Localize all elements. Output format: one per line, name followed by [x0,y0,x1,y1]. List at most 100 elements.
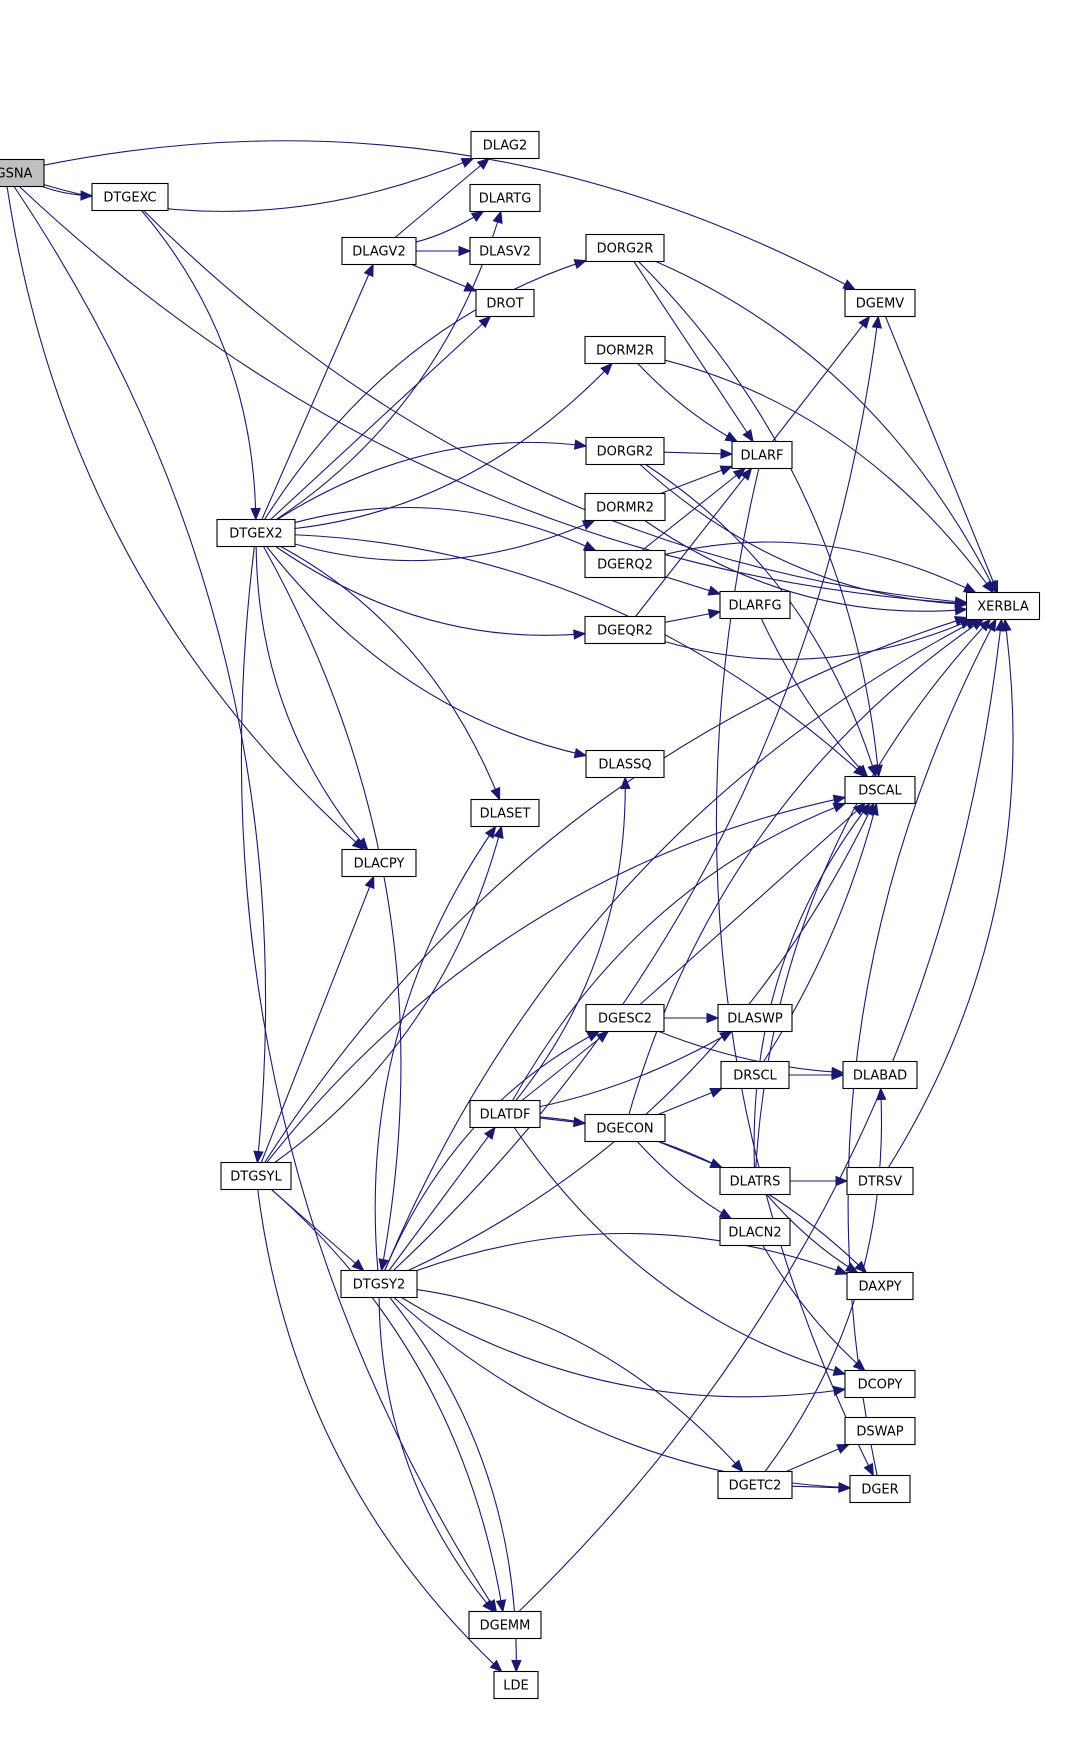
node-label: DROT [486,297,523,312]
node-box [340,1269,418,1299]
arrowhead-dtgsy2 [351,1258,365,1272]
node-box [844,775,916,805]
node-label: DLAGV2 [352,245,405,260]
node-dorg2r[interactable]: DORG2R [585,233,665,263]
node-box [220,1161,292,1191]
node-xerbla[interactable]: XERBLA [965,591,1041,621]
node-dlassq[interactable]: DLASSQ [585,749,665,779]
node-dorm2r[interactable]: DORM2R [584,335,666,365]
node-dlacpy[interactable]: DLACPY [341,848,417,878]
arrowhead-dlagv2 [363,263,374,278]
node-dlacn2[interactable]: DLACN2 [719,1217,791,1247]
arrowhead-dscal [868,802,879,816]
node-dlatdf[interactable]: DLATDF [469,1099,541,1129]
node-dgeqr2[interactable]: DGEQR2 [584,615,666,645]
node-dlatrs[interactable]: DLATRS [719,1166,791,1196]
node-lde[interactable]: LDE [493,1670,539,1700]
edge-dgemv-to-xerbla [884,316,999,593]
edge-dger-to-xerbla [847,619,997,1476]
edge-dtgsyl-to-dlaset [274,826,503,1163]
node-dswap[interactable]: DSWAP [844,1416,916,1446]
node-dtgsna[interactable]: DTGSNA [0,158,45,188]
edge-dtgex2-to-dorm2r [294,363,613,530]
node-dlarf[interactable]: DLARF [731,440,793,470]
arrowhead-dlacpy [356,837,369,851]
arrowhead-dlassq [573,747,588,759]
node-dtgexc[interactable]: DTGEXC [91,182,169,212]
node-box [844,1416,916,1446]
node-dlaswp[interactable]: DLASWP [717,1003,793,1033]
edge-dgeqr2-to-xerbla [664,618,973,660]
arrowhead-drot [463,281,478,292]
edge-dtgsy2-to-dgemm [378,1297,495,1612]
edge-dormr2-to-xerbla [644,520,967,612]
node-label: DLACN2 [728,1226,781,1241]
arrowhead-dlarf [742,429,754,443]
edge-dtgsy2-to-dcopy [401,1297,846,1398]
arrowhead-dger [838,1482,852,1493]
node-dtgex2[interactable]: DTGEX2 [216,518,296,548]
arrowhead-dgemv [858,315,871,329]
node-box [585,1003,665,1033]
node-dtgsy2[interactable]: DTGSY2 [340,1269,418,1299]
node-dormr2[interactable]: DORMR2 [584,492,666,522]
edge-dtgsy2-to-dscal [407,803,875,1271]
arrowhead-dtrsv [835,1175,849,1187]
node-dgesc2[interactable]: DGESC2 [585,1003,665,1033]
edge-dtgsna-to-dtgsyl [13,186,267,1163]
node-dger[interactable]: DGER [849,1474,911,1504]
node-daxpy[interactable]: DAXPY [846,1271,914,1301]
node-box [717,1470,793,1500]
edge-dorgr2-to-dscal [645,464,877,777]
node-label: DGERQ2 [597,558,653,573]
edge-dlarf-to-dger [715,468,874,1476]
node-label: DORMR2 [596,501,654,516]
node-dorgr2[interactable]: DORGR2 [585,436,665,466]
node-label: DLARFG [728,599,781,614]
node-drot[interactable]: DROT [475,288,535,318]
edge-dorm2r-to-dlarf [637,363,738,442]
node-dlarfg[interactable]: DLARFG [719,590,791,620]
node-dgerq2[interactable]: DGERQ2 [584,549,666,579]
edge-dtgex2-to-dtgsy2 [263,546,402,1271]
node-label: DLASET [480,807,531,822]
node-box [469,183,541,213]
node-dlaset[interactable]: DLASET [470,798,540,828]
edge-dlatdf-to-dlassq [515,777,626,1101]
node-box [842,1060,918,1090]
node-dgetc2[interactable]: DGETC2 [717,1470,793,1500]
node-dcopy[interactable]: DCOPY [844,1369,916,1399]
edge-dtgsyl-to-dlacpy [260,876,375,1163]
node-label: DSWAP [856,1425,903,1440]
node-dlag2[interactable]: DLAG2 [470,130,540,160]
arrowhead-dgemv [871,315,883,329]
node-dlasv2[interactable]: DLASV2 [469,236,541,266]
node-label: DGESC2 [598,1012,652,1027]
node-dgemv[interactable]: DGEMV [844,288,916,318]
edge-dgesc2-to-dlabad [658,1030,844,1074]
arrowhead-dtgsy2 [378,1258,389,1272]
arrowhead-dscal [832,802,847,813]
arrowhead-dscal [855,764,869,778]
node-box [846,1166,914,1196]
arrowhead-dlartg [470,210,485,223]
node-dtrsv[interactable]: DTRSV [846,1166,914,1196]
node-dgemm[interactable]: DGEMM [468,1610,542,1640]
node-box [844,288,916,318]
node-dgecon[interactable]: DGECON [584,1113,666,1143]
edge-dorgr2-to-xerbla [639,464,967,605]
node-dscal[interactable]: DSCAL [844,775,916,805]
node-dlartg[interactable]: DLARTG [469,183,541,213]
node-box [719,590,791,620]
node-label: DLARF [741,449,784,464]
node-dtgsyl[interactable]: DTGSYL [220,1161,292,1191]
arrowhead-dtgexc [80,190,94,201]
arrowhead-dgetc2 [731,1459,744,1473]
node-box [584,335,666,365]
edge-dtgsyl-to-dgemm [271,1189,504,1612]
node-box [584,492,666,522]
arrowhead-dorg2r [573,259,588,270]
node-dlabad[interactable]: DLABAD [842,1060,918,1090]
node-dlagv2[interactable]: DLAGV2 [341,236,417,266]
node-drscl[interactable]: DRSCL [720,1060,790,1090]
